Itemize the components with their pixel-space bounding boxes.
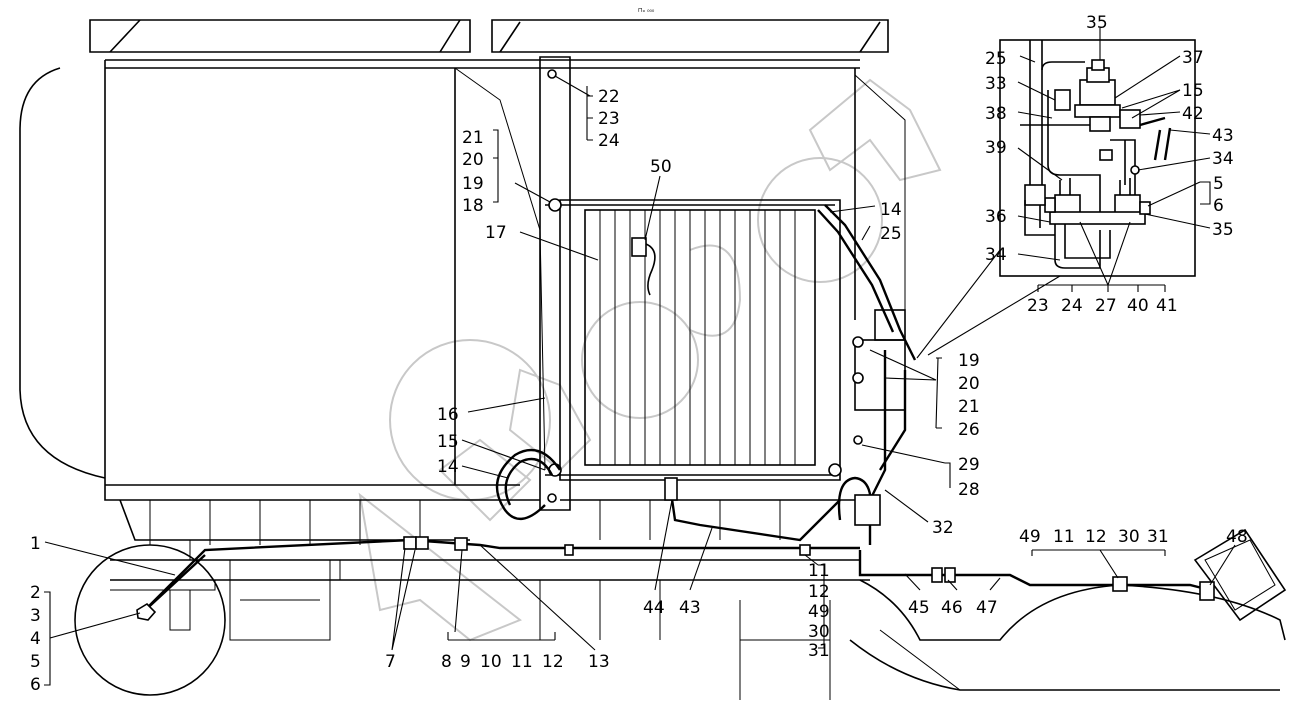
label-44: 44 bbox=[643, 598, 665, 618]
label-21: 21 bbox=[462, 128, 484, 148]
label-22: 22 bbox=[598, 87, 620, 107]
label-26: 26 bbox=[958, 420, 980, 440]
label-7: 7 bbox=[385, 652, 396, 672]
label-33: 33 bbox=[985, 74, 1007, 94]
label-49: 49 bbox=[1019, 527, 1041, 547]
label-9: 9 bbox=[460, 652, 471, 672]
label-32: 32 bbox=[932, 518, 954, 538]
label-27: 27 bbox=[1095, 296, 1117, 316]
label-37: 37 bbox=[1182, 48, 1204, 68]
detail-inset bbox=[916, 39, 1196, 359]
label-21: 21 bbox=[958, 397, 980, 417]
label-31: 31 bbox=[808, 641, 830, 661]
label-20: 20 bbox=[462, 150, 484, 170]
label-17: 17 bbox=[485, 223, 507, 243]
label-12: 12 bbox=[1085, 527, 1107, 547]
label-11: 11 bbox=[511, 652, 533, 672]
label-6: 6 bbox=[1213, 196, 1224, 216]
label-15: 15 bbox=[1182, 81, 1204, 101]
label-1: 1 bbox=[30, 534, 41, 554]
label-4: 4 bbox=[30, 629, 41, 649]
part-labels: 35 25 37 33 15 38 42 43 39 34 5 6 36 35 … bbox=[30, 13, 1248, 695]
radiator-bracket bbox=[539, 56, 571, 511]
label-34: 34 bbox=[1212, 149, 1234, 169]
label-34: 34 bbox=[985, 245, 1007, 265]
label-43: 43 bbox=[1212, 126, 1234, 146]
label-3: 3 bbox=[30, 606, 41, 626]
label-10: 10 bbox=[480, 652, 502, 672]
label-38: 38 bbox=[985, 104, 1007, 124]
header-code: ⊓ₒ ₀₀₀ bbox=[638, 7, 655, 14]
label-19: 19 bbox=[958, 351, 980, 371]
label-39: 39 bbox=[985, 138, 1007, 158]
condenser-core bbox=[545, 198, 842, 481]
label-35: 35 bbox=[1212, 220, 1234, 240]
label-6: 6 bbox=[30, 675, 41, 695]
label-49: 49 bbox=[808, 602, 830, 622]
label-50: 50 bbox=[650, 157, 672, 177]
pipe-fittings bbox=[136, 477, 1287, 622]
label-25: 25 bbox=[985, 49, 1007, 69]
leader-lines bbox=[44, 28, 1236, 686]
label-23: 23 bbox=[598, 109, 620, 129]
label-5: 5 bbox=[30, 652, 41, 672]
refrigerant-pipes bbox=[139, 204, 1211, 616]
label-5: 5 bbox=[1213, 174, 1224, 194]
label-20: 20 bbox=[958, 374, 980, 394]
label-11: 11 bbox=[1053, 527, 1075, 547]
label-23: 23 bbox=[1027, 296, 1049, 316]
label-42: 42 bbox=[1182, 104, 1204, 124]
label-36: 36 bbox=[985, 207, 1007, 227]
label-41: 41 bbox=[1156, 296, 1178, 316]
label-12: 12 bbox=[808, 582, 830, 602]
label-19: 19 bbox=[462, 174, 484, 194]
label-14: 14 bbox=[437, 457, 459, 477]
label-16: 16 bbox=[437, 405, 459, 425]
label-15: 15 bbox=[437, 432, 459, 452]
label-29: 29 bbox=[958, 455, 980, 475]
label-24: 24 bbox=[598, 131, 620, 151]
label-25: 25 bbox=[880, 224, 902, 244]
label-43: 43 bbox=[679, 598, 701, 618]
label-30: 30 bbox=[808, 622, 830, 642]
label-8: 8 bbox=[441, 652, 452, 672]
label-24: 24 bbox=[1061, 296, 1083, 316]
label-12: 12 bbox=[542, 652, 564, 672]
label-18: 18 bbox=[462, 196, 484, 216]
machine-body bbox=[19, 19, 1286, 700]
label-31: 31 bbox=[1147, 527, 1169, 547]
label-13: 13 bbox=[588, 652, 610, 672]
label-47: 47 bbox=[976, 598, 998, 618]
label-45: 45 bbox=[908, 598, 930, 618]
label-46: 46 bbox=[941, 598, 963, 618]
label-30: 30 bbox=[1118, 527, 1140, 547]
label-11: 11 bbox=[808, 561, 830, 581]
label-35: 35 bbox=[1086, 13, 1108, 33]
label-28: 28 bbox=[958, 480, 980, 500]
label-2: 2 bbox=[30, 583, 41, 603]
label-14: 14 bbox=[880, 200, 902, 220]
label-48: 48 bbox=[1226, 527, 1248, 547]
label-40: 40 bbox=[1127, 296, 1149, 316]
